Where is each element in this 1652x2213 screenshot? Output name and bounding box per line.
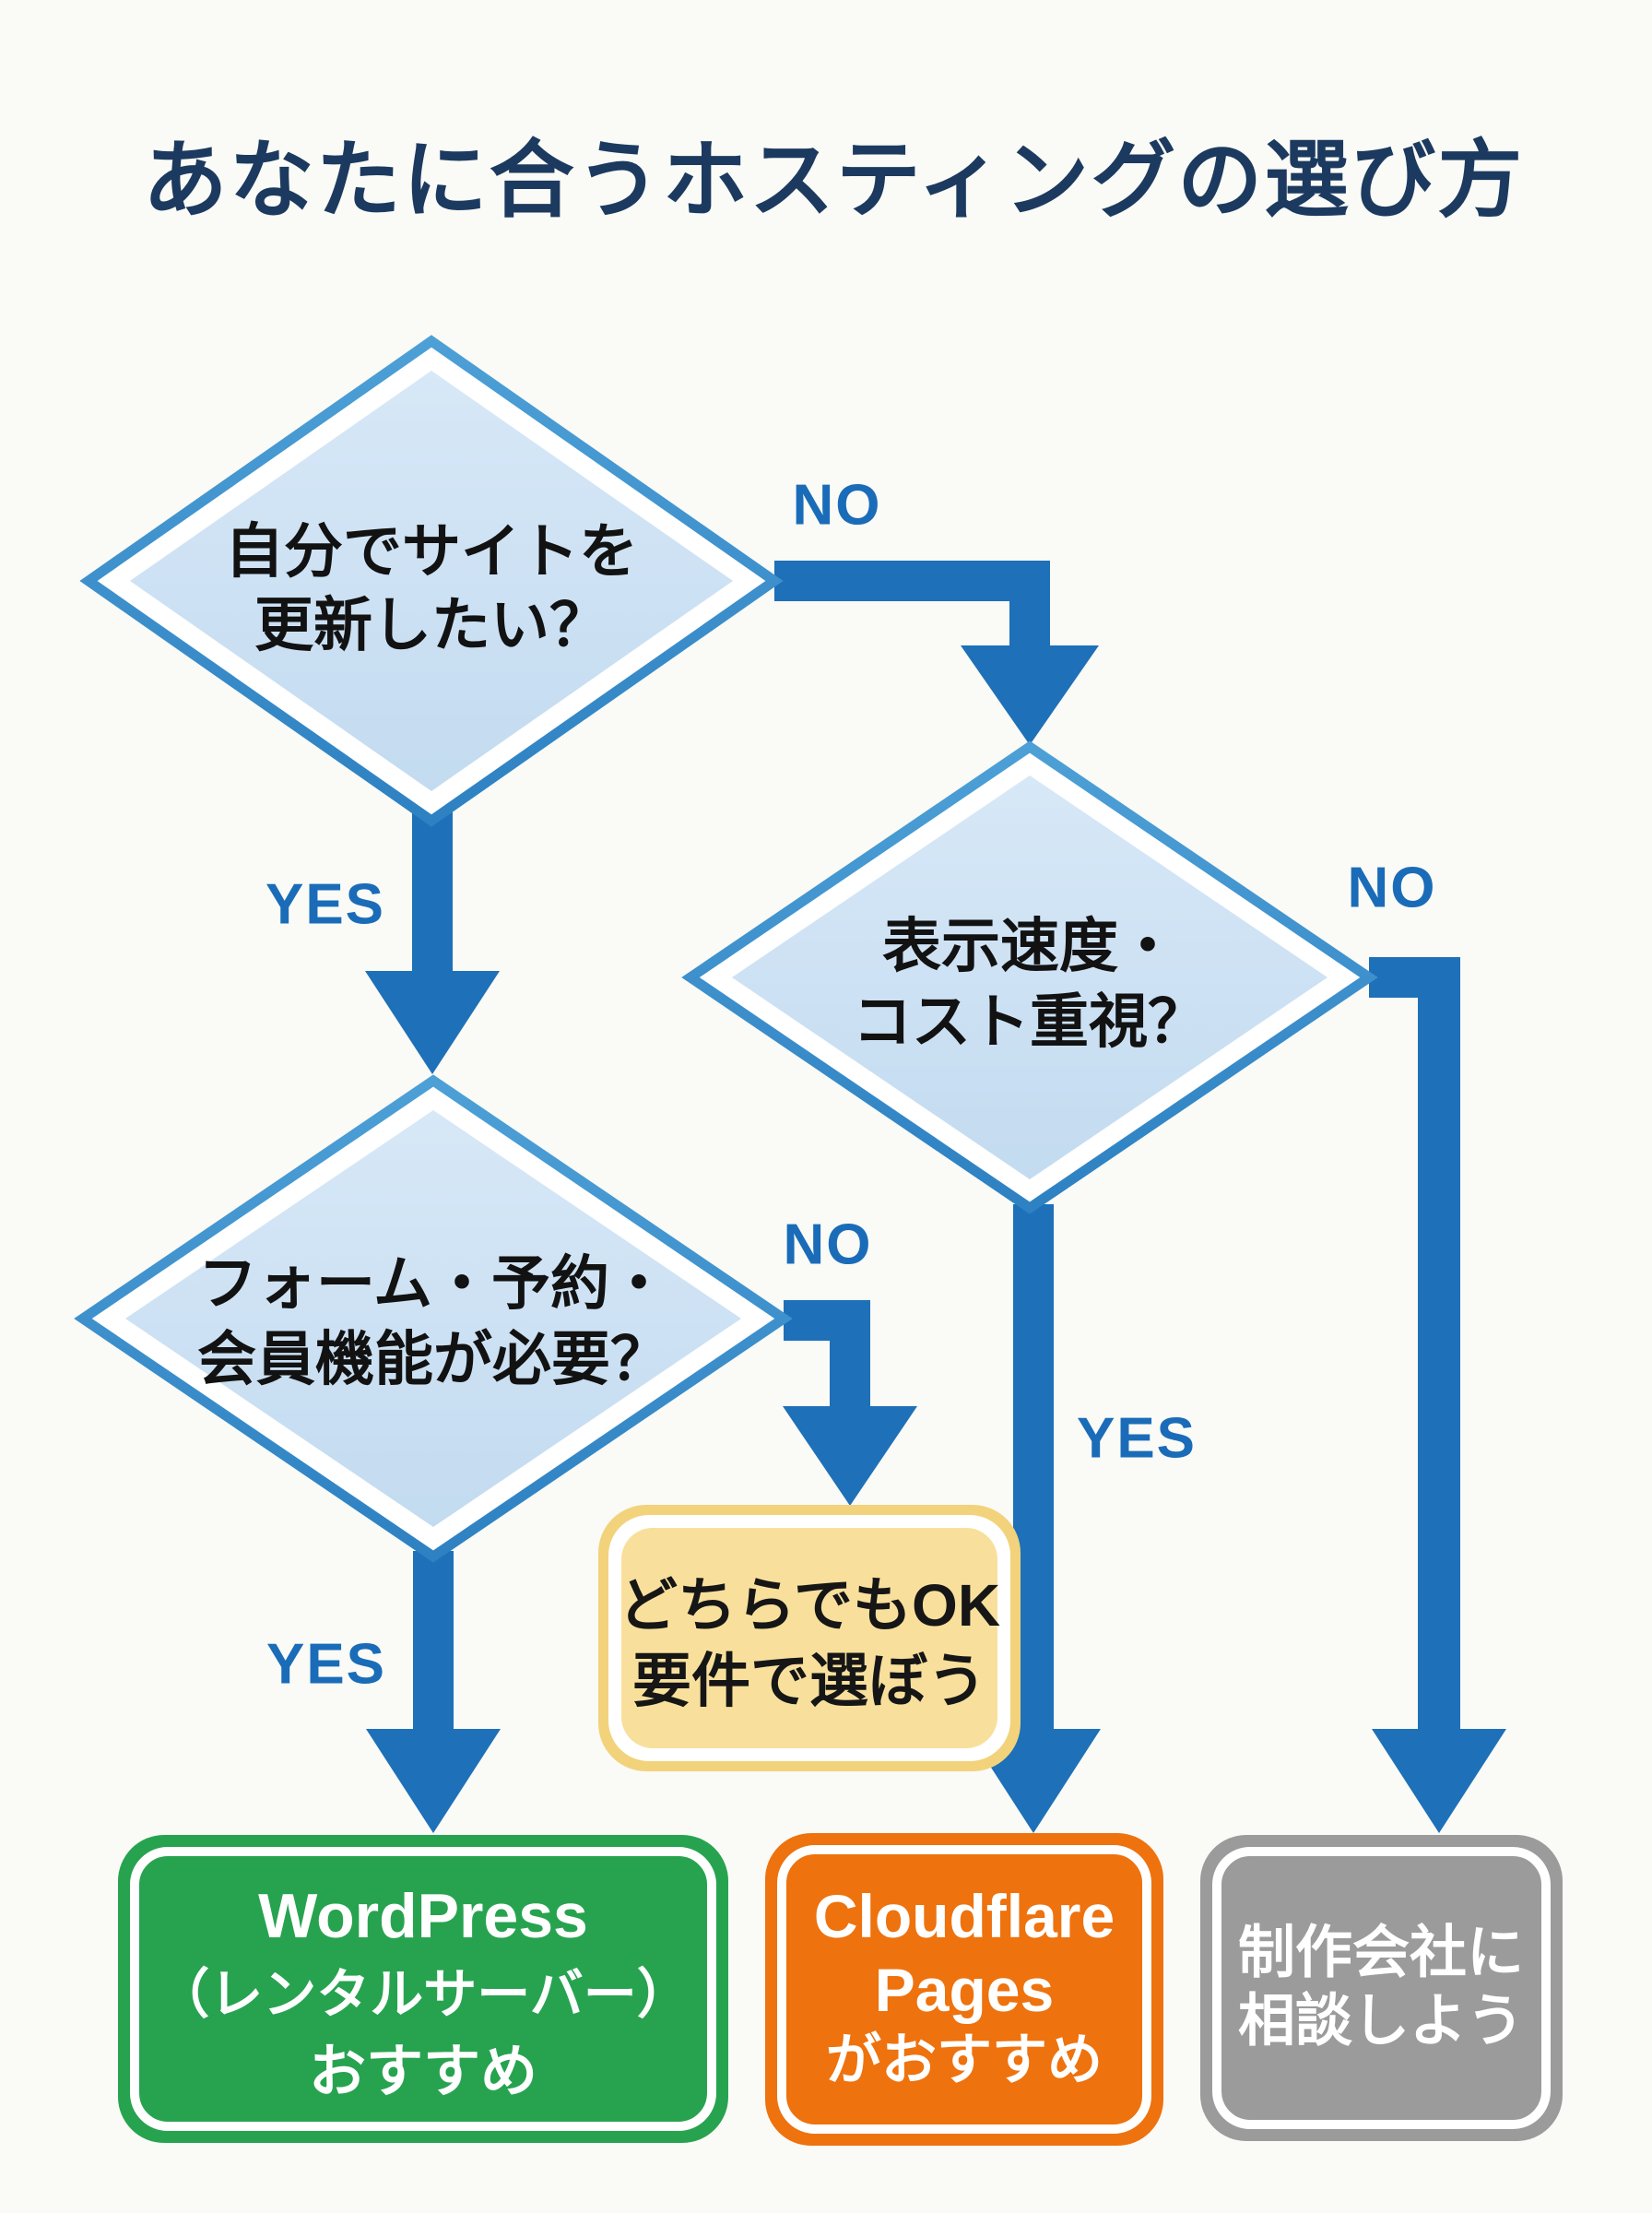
arrow-q3-no-vshaft xyxy=(830,1300,870,1413)
label-q3-yes: YES xyxy=(266,1633,386,1697)
cloudflare-box xyxy=(765,1833,1163,2146)
wordpress-line1: WordPress xyxy=(258,1881,588,1951)
wordpress-inner-ring xyxy=(130,1847,716,2131)
agency-box xyxy=(1200,1835,1563,2141)
arrow-q2-no-head xyxy=(1372,1729,1506,1833)
arrow-q3-yes-head xyxy=(366,1729,501,1833)
decision-q3: フォーム・予約・ 会員機能が必要？ xyxy=(74,1074,793,1563)
page-title: あなたに合うホスティングの選び方 xyxy=(143,134,1524,228)
arrow-q1-yes-shaft xyxy=(412,811,453,977)
label-q2-no: NO xyxy=(1348,857,1437,920)
result-either-ok: どちらでもOK 要件で選ぼう xyxy=(598,1505,1021,1771)
result-cloudflare: Cloudflare Pages がおすすめ xyxy=(765,1833,1163,2146)
either-ok-line2: 要件で選ぼう xyxy=(632,1648,986,1714)
q3-text-line1: フォーム・予約・ xyxy=(198,1250,668,1317)
wordpress-line3: おすすめ xyxy=(309,2041,537,2104)
decision-q2: 表示速度・ コスト重視？ xyxy=(681,740,1378,1214)
cloudflare-inner-ring xyxy=(777,1845,1151,2134)
q3-diamond-fill xyxy=(125,1110,741,1527)
either-ok-line1: どちらでもOK xyxy=(619,1572,1000,1639)
arrow-q1-no xyxy=(774,561,1099,745)
wordpress-line2: （レンタルサーバー） xyxy=(156,1965,690,2025)
arrow-q3-no xyxy=(783,1300,917,1506)
cloudflare-line1: Cloudflare xyxy=(814,1882,1115,1950)
q1-diamond-fill xyxy=(130,371,733,791)
agency-line1: 制作会社に xyxy=(1238,1922,1524,1985)
arrow-q3-yes-shaft xyxy=(413,1551,454,1735)
wordpress-box xyxy=(118,1835,728,2143)
connectors xyxy=(365,561,1506,1833)
cloudflare-line3: がおすすめ xyxy=(826,2030,1103,2091)
label-q2-yes: YES xyxy=(1077,1407,1197,1471)
q2-text-line2: コスト重視？ xyxy=(853,988,1207,1055)
agency-inner-ring xyxy=(1212,1847,1551,2129)
cloudflare-line2: Pages xyxy=(875,1956,1054,2024)
agency-line2: 相談しよう xyxy=(1238,1990,1524,2053)
result-agency: 制作会社に 相談しよう xyxy=(1200,1835,1563,2141)
arrow-q3-no-head xyxy=(783,1406,917,1506)
q1-text-line2: 更新したい？ xyxy=(254,592,608,658)
decision-q1: 自分でサイトを 更新したい？ xyxy=(79,335,784,827)
label-q1-yes: YES xyxy=(266,873,385,937)
q3-text-line2: 会員機能が必要？ xyxy=(197,1326,669,1392)
q2-diamond-fill xyxy=(732,775,1328,1179)
arrow-q2-no-vshaft xyxy=(1418,957,1460,1735)
arrow-q2-no xyxy=(1369,957,1506,1833)
result-wordpress: WordPress （レンタルサーバー） おすすめ xyxy=(118,1835,728,2143)
arrow-q1-yes xyxy=(365,811,500,1074)
arrow-q3-yes xyxy=(366,1551,501,1833)
arrow-q1-no-hshaft xyxy=(774,561,1050,601)
arrow-q1-yes-head xyxy=(365,971,500,1074)
arrow-q1-no-vshaft xyxy=(1009,561,1050,649)
label-q3-no: NO xyxy=(784,1213,873,1277)
q2-text-line1: 表示速度・ xyxy=(882,913,1177,979)
label-q1-no: NO xyxy=(793,474,882,538)
arrow-q1-no-head xyxy=(961,645,1099,745)
q1-text-line1: 自分でサイトを xyxy=(225,518,638,585)
either-ok-fill xyxy=(621,1528,997,1748)
